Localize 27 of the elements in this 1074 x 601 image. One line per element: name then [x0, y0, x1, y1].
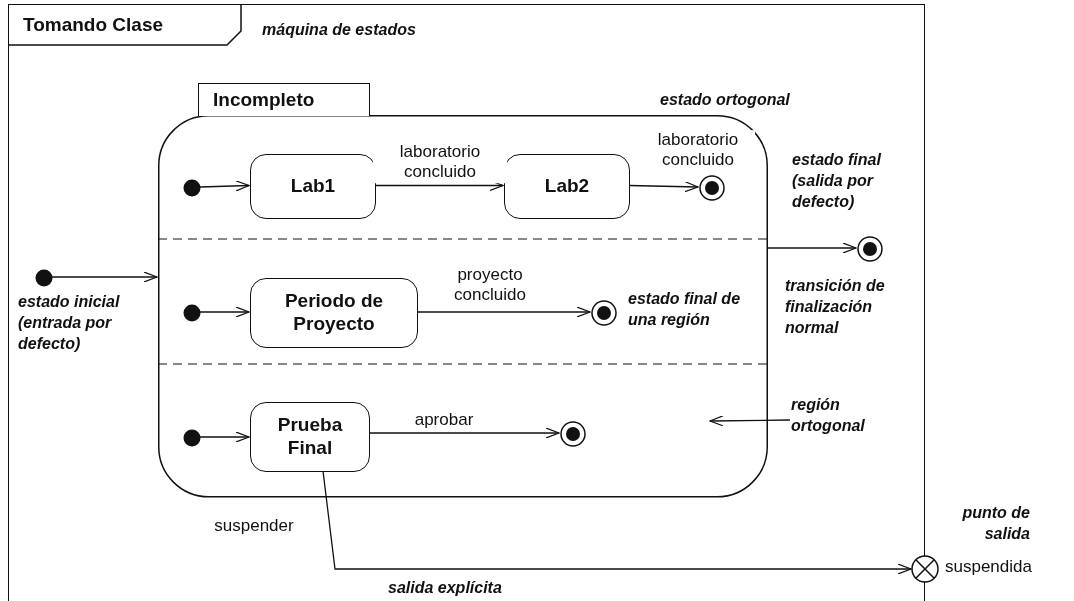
- transition-arrow: [51, 271, 158, 283]
- transition-arrow: [368, 427, 560, 439]
- annotation-text: estado final de una región: [628, 289, 742, 330]
- annotation-text: estado final (salida por defecto): [792, 150, 883, 212]
- annotation-text: transición de finalización normal: [785, 276, 886, 338]
- frame-name: Tomando Clase: [23, 14, 164, 36]
- state-box: Lab2: [504, 154, 630, 219]
- transition-arrow: [199, 306, 250, 318]
- transition-arrow: [199, 180, 250, 192]
- annotation-text: punto de salida: [961, 503, 1030, 544]
- transition-arrow: [416, 306, 591, 318]
- state-box: Prueba Final: [250, 402, 370, 472]
- transition-arrow: [628, 181, 699, 193]
- annotation-text: salida explícita: [388, 578, 503, 598]
- edge-label: laboratorio concluido: [373, 142, 507, 183]
- state-box: Periodo de Proyecto: [250, 278, 418, 348]
- transition-arrow: [322, 470, 912, 575]
- annotation-text: estado inicial (entrada por defecto): [18, 292, 121, 354]
- transition-arrow: [766, 242, 857, 254]
- state-box: Lab1: [250, 154, 376, 219]
- leader-line: [709, 415, 791, 427]
- transition-arrow: [199, 431, 250, 443]
- composite-state-name: Incompleto: [198, 83, 370, 116]
- annotation-text: máquina de estados: [262, 20, 417, 40]
- exit-point-name: suspendida: [945, 557, 1032, 577]
- annotation-text: región ortogonal: [791, 395, 911, 447]
- annotation-text: estado ortogonal: [660, 90, 791, 110]
